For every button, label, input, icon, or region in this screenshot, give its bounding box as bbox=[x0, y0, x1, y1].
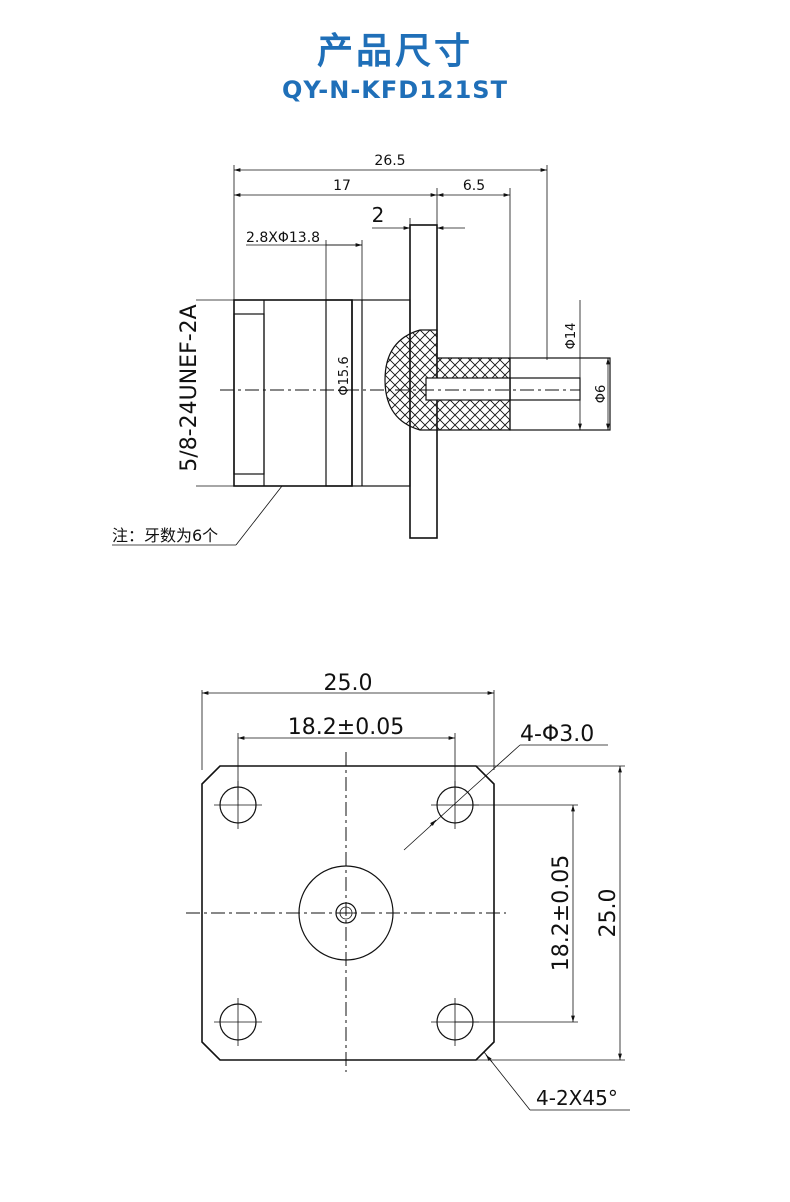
thread-label: 5/8-24UNEF-2A bbox=[177, 304, 202, 471]
note-label: 注：牙数为6个 bbox=[112, 526, 218, 545]
hole-leader-arrow bbox=[429, 819, 437, 827]
dim-holes-label: 4-Φ3.0 bbox=[520, 722, 594, 747]
dim-overall-label: 26.5 bbox=[374, 153, 405, 169]
mounting-hole bbox=[431, 998, 479, 1046]
connector-front-ring bbox=[233, 313, 265, 475]
dim-chamfer-label: 4-2X45° bbox=[536, 1086, 618, 1110]
page-title: 产品尺寸 bbox=[316, 31, 473, 72]
dim-dia-14-label: Φ14 bbox=[564, 323, 579, 350]
mounting-hole bbox=[214, 998, 262, 1046]
note-leader bbox=[235, 485, 283, 546]
dim-height-label: 25.0 bbox=[596, 889, 621, 938]
dim-bore-label: 2.8XΦ13.8 bbox=[246, 230, 320, 246]
dim-flange-label: 2 bbox=[372, 203, 385, 227]
connector-body bbox=[233, 299, 353, 487]
hole-leader bbox=[469, 744, 521, 791]
mounting-hole bbox=[214, 781, 262, 829]
pin bbox=[509, 377, 581, 401]
dim-width-label: 25.0 bbox=[324, 671, 373, 696]
hole-leader bbox=[403, 789, 471, 851]
mounting-hole bbox=[431, 781, 479, 829]
dim-pin-label: 6.5 bbox=[463, 178, 485, 194]
dim-hole-spacing-label: 18.2±0.05 bbox=[288, 715, 404, 740]
dim-dia-body-label: Φ15.6 bbox=[337, 356, 352, 395]
chamfer-leader-arrow bbox=[485, 1054, 493, 1063]
side-view: 26.5 17 6.5 2 2.8XΦ13.8 bbox=[112, 153, 611, 546]
dim-hole-spacing-v-label: 18.2±0.05 bbox=[549, 855, 574, 971]
center-bore bbox=[425, 377, 511, 401]
model-number: QY-N-KFD121ST bbox=[282, 76, 508, 104]
front-view: 25.0 18.2±0.05 4-Φ3.0 18.2±0.05 25.0 bbox=[186, 671, 630, 1111]
dim-body-label: 17 bbox=[333, 178, 351, 194]
dim-dia-6-label: Φ6 bbox=[594, 385, 609, 404]
